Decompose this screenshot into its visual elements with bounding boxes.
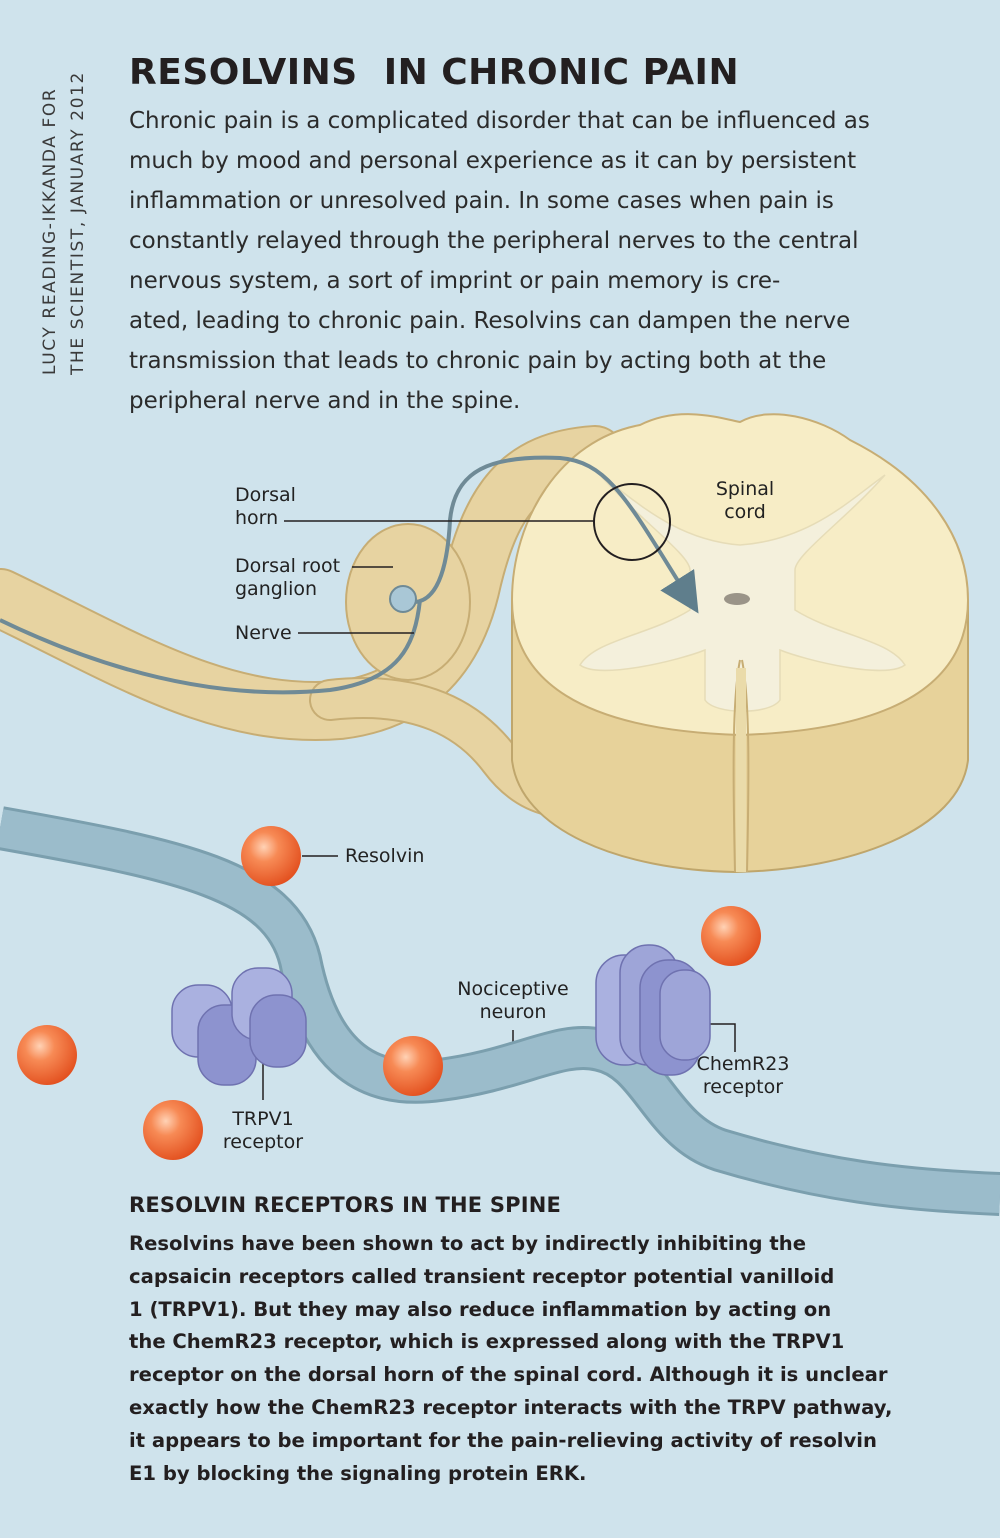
label-line: TRPV1 <box>232 1108 294 1130</box>
gray-matter <box>579 474 906 712</box>
section-line: receptor on the dorsal horn of the spina… <box>129 1363 888 1387</box>
section-line: exactly how the ChemR23 receptor interac… <box>129 1395 893 1419</box>
section-title: RESOLVIN RECEPTORS IN THE SPINE <box>129 1193 562 1217</box>
section-line: the ChemR23 receptor, which is expressed… <box>129 1330 845 1354</box>
dorsal-horn-circle <box>593 483 671 561</box>
intro-line: ated, leading to chronic pain. Resolvins… <box>129 308 851 334</box>
intro-line: inflammation or unresolved pain. In some… <box>129 188 834 214</box>
label-line: receptor <box>222 1131 304 1153</box>
section-line: 1 (TRPV1). But they may also reduce infl… <box>129 1297 832 1321</box>
label-line: receptor <box>702 1076 784 1098</box>
section-line: capsaicin receptors called transient rec… <box>129 1264 835 1288</box>
intro-line: Chronic pain is a complicated disorder t… <box>129 108 870 134</box>
central-canal <box>724 593 750 605</box>
label-line: horn <box>235 507 279 529</box>
trpv1-receptor-shape <box>171 967 307 1086</box>
label-line: ganglion <box>235 578 318 600</box>
label-line: Nociceptive <box>457 978 569 1000</box>
label-resolvin: Resolvin <box>345 845 425 867</box>
pain-signal-arrow <box>414 455 699 614</box>
label-chemr23-receptor: ChemR23 receptor <box>692 1053 794 1099</box>
intro-paragraph: Chronic pain is a complicated disorder t… <box>129 101 929 421</box>
resolvin-molecules <box>17 826 761 1160</box>
intro-line: transmission that leads to chronic pain … <box>129 348 827 374</box>
chemr23-receptor-shape <box>595 944 711 1076</box>
resolvin-ball <box>241 826 301 886</box>
section-line: Resolvins have been shown to act by indi… <box>129 1232 807 1255</box>
resolvin-ball <box>383 1036 443 1096</box>
section-line: it appears to be important for the pain-… <box>129 1428 877 1452</box>
spinal-cord <box>510 413 970 874</box>
resolvin-ball <box>143 1100 203 1160</box>
label-nociceptive-neuron: Nociceptive neuron <box>450 978 576 1024</box>
peripheral-axon <box>0 599 422 695</box>
label-line: cord <box>724 501 766 523</box>
label-line: Spinal <box>715 478 775 500</box>
label-dorsal-horn: Dorsal horn <box>235 484 296 530</box>
intro-line: nervous system, a sort of imprint or pai… <box>129 268 781 294</box>
section-line: E1 by blocking the signaling protein ERK… <box>129 1461 587 1485</box>
resolvin-ball <box>701 906 761 966</box>
label-dorsal-root-ganglion: Dorsal root ganglion <box>235 555 340 601</box>
label-line: Dorsal <box>235 484 296 506</box>
label-line: Dorsal root <box>235 555 341 577</box>
label-nerve: Nerve <box>235 622 292 644</box>
label-line: ChemR23 <box>696 1053 790 1075</box>
label-line: neuron <box>479 1001 547 1023</box>
intro-line: peripheral nerve and in the spine. <box>129 388 521 414</box>
page-title: RESOLVINS IN CHRONIC PAIN <box>129 52 740 93</box>
section-body: Resolvins have been shown to act by indi… <box>129 1228 892 1490</box>
resolvin-ball <box>17 1025 77 1085</box>
label-spinal-cord: Spinal cord <box>705 478 785 524</box>
intro-line: much by mood and personal experience as … <box>129 148 857 174</box>
label-trpv1-receptor: TRPV1 receptor <box>215 1108 311 1154</box>
intro-line: constantly relayed through the periphera… <box>129 228 859 254</box>
ganglion-cell-body <box>389 585 417 613</box>
